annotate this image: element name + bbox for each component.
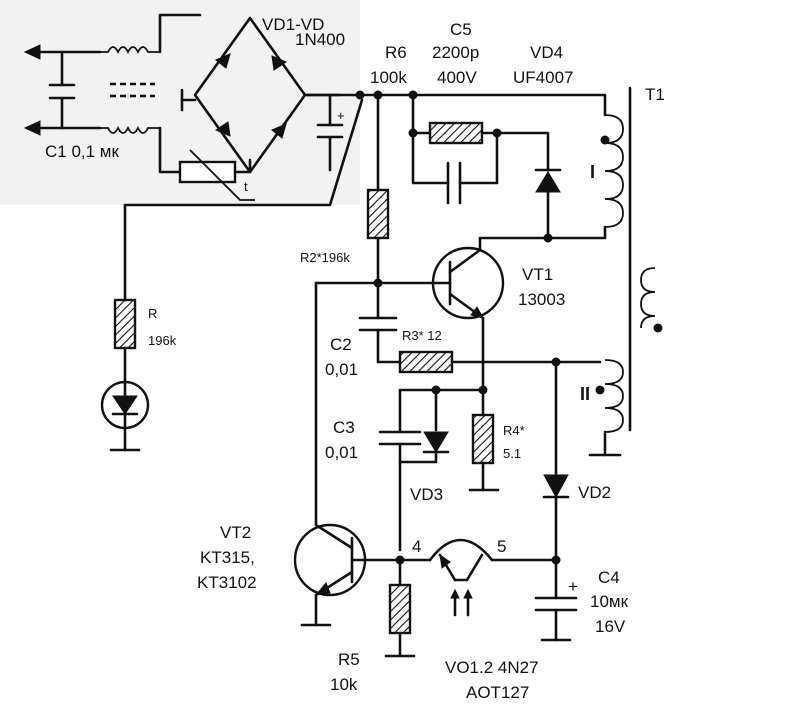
label-r4-value: 5.1 xyxy=(503,446,521,461)
label-c5-voltage: 400V xyxy=(437,68,477,87)
diode-vd4 xyxy=(534,168,562,240)
label-r5-value: 10k xyxy=(330,675,358,694)
snubber-c5 xyxy=(408,93,550,205)
label-r2: R2*196k xyxy=(300,250,350,265)
choke-l1 xyxy=(100,13,202,174)
label-thermistor-t: t xyxy=(244,179,248,194)
label-c4-value: 10мк xyxy=(590,592,629,611)
label-c4-plus: + xyxy=(568,577,578,596)
power-rail xyxy=(303,93,607,117)
label-t1: T1 xyxy=(645,85,665,104)
resistor-r2 xyxy=(366,93,390,285)
optocoupler-vo1 xyxy=(398,538,558,617)
label-r4-name: R4* xyxy=(503,423,525,438)
label-c5-name: C5 xyxy=(450,20,472,39)
label-c5-value: 2200p xyxy=(432,43,479,62)
label-optocoupler: VO1.2 4N27 xyxy=(445,658,539,677)
label-pin-4: 4 xyxy=(412,537,421,556)
label-winding-2: II xyxy=(580,384,590,404)
label-vt2-name: VT2 xyxy=(220,523,251,542)
label-optocoupler-part: AOT127 xyxy=(466,683,529,702)
capacitor-c3 xyxy=(378,388,485,552)
label-c1: C1 0,1 мк xyxy=(45,142,119,161)
label-c3-value: 0,01 xyxy=(325,443,358,462)
label-vd4-name: VD4 xyxy=(530,43,563,62)
diode-vd3 xyxy=(398,388,450,464)
label-c2-name: C2 xyxy=(330,335,352,354)
label-r-name: R xyxy=(148,306,157,321)
label-c3-name: C3 xyxy=(333,418,355,437)
label-vt1-part: 13003 xyxy=(518,290,565,309)
resistor-r4 xyxy=(468,388,500,492)
label-winding-1: I xyxy=(590,162,595,182)
input-arrow-top xyxy=(23,44,41,60)
indicator-led xyxy=(100,380,150,452)
label-vd1-part: 1N400 xyxy=(295,30,345,49)
resistor-r3 xyxy=(398,350,602,374)
label-vd1: VD1-VD xyxy=(262,15,324,34)
transistor-vt2 xyxy=(293,281,402,627)
label-vt1-name: VT1 xyxy=(522,265,553,284)
transistor-vt1 xyxy=(376,246,505,392)
label-r5-name: R5 xyxy=(338,650,360,669)
label-c4-name: C4 xyxy=(598,568,620,587)
label-pin-5: 5 xyxy=(497,537,506,556)
label-c4-voltage: 16V xyxy=(595,617,626,636)
input-filter: + xyxy=(0,0,364,302)
capacitor-c2 xyxy=(358,281,402,364)
input-arrow-bottom xyxy=(23,120,41,136)
label-vt2-part2: KT3102 xyxy=(197,573,257,592)
label-r3: R3* 12 xyxy=(402,328,442,343)
label-r6-name: R6 xyxy=(385,43,407,62)
resistor-r xyxy=(113,298,137,384)
diode-vd2 xyxy=(542,360,570,557)
capacitor-c4 xyxy=(534,558,578,642)
label-r-value: 196k xyxy=(148,333,177,348)
thermistor-t xyxy=(178,149,255,201)
junction-dot xyxy=(355,90,365,100)
capacitor-c1 xyxy=(48,50,76,130)
label-vd2: VD2 xyxy=(578,483,611,502)
label-r6-value: 100k xyxy=(370,68,407,87)
resistor-r5 xyxy=(384,558,416,658)
transformer-t1 xyxy=(478,86,663,457)
label-vd4-part: UF4007 xyxy=(513,68,573,87)
label-vd3: VD3 xyxy=(410,485,443,504)
label-vt2-part1: KT315, xyxy=(200,548,255,567)
label-c2-value: 0,01 xyxy=(325,360,358,379)
bulk-cap-plus: + xyxy=(337,108,345,123)
